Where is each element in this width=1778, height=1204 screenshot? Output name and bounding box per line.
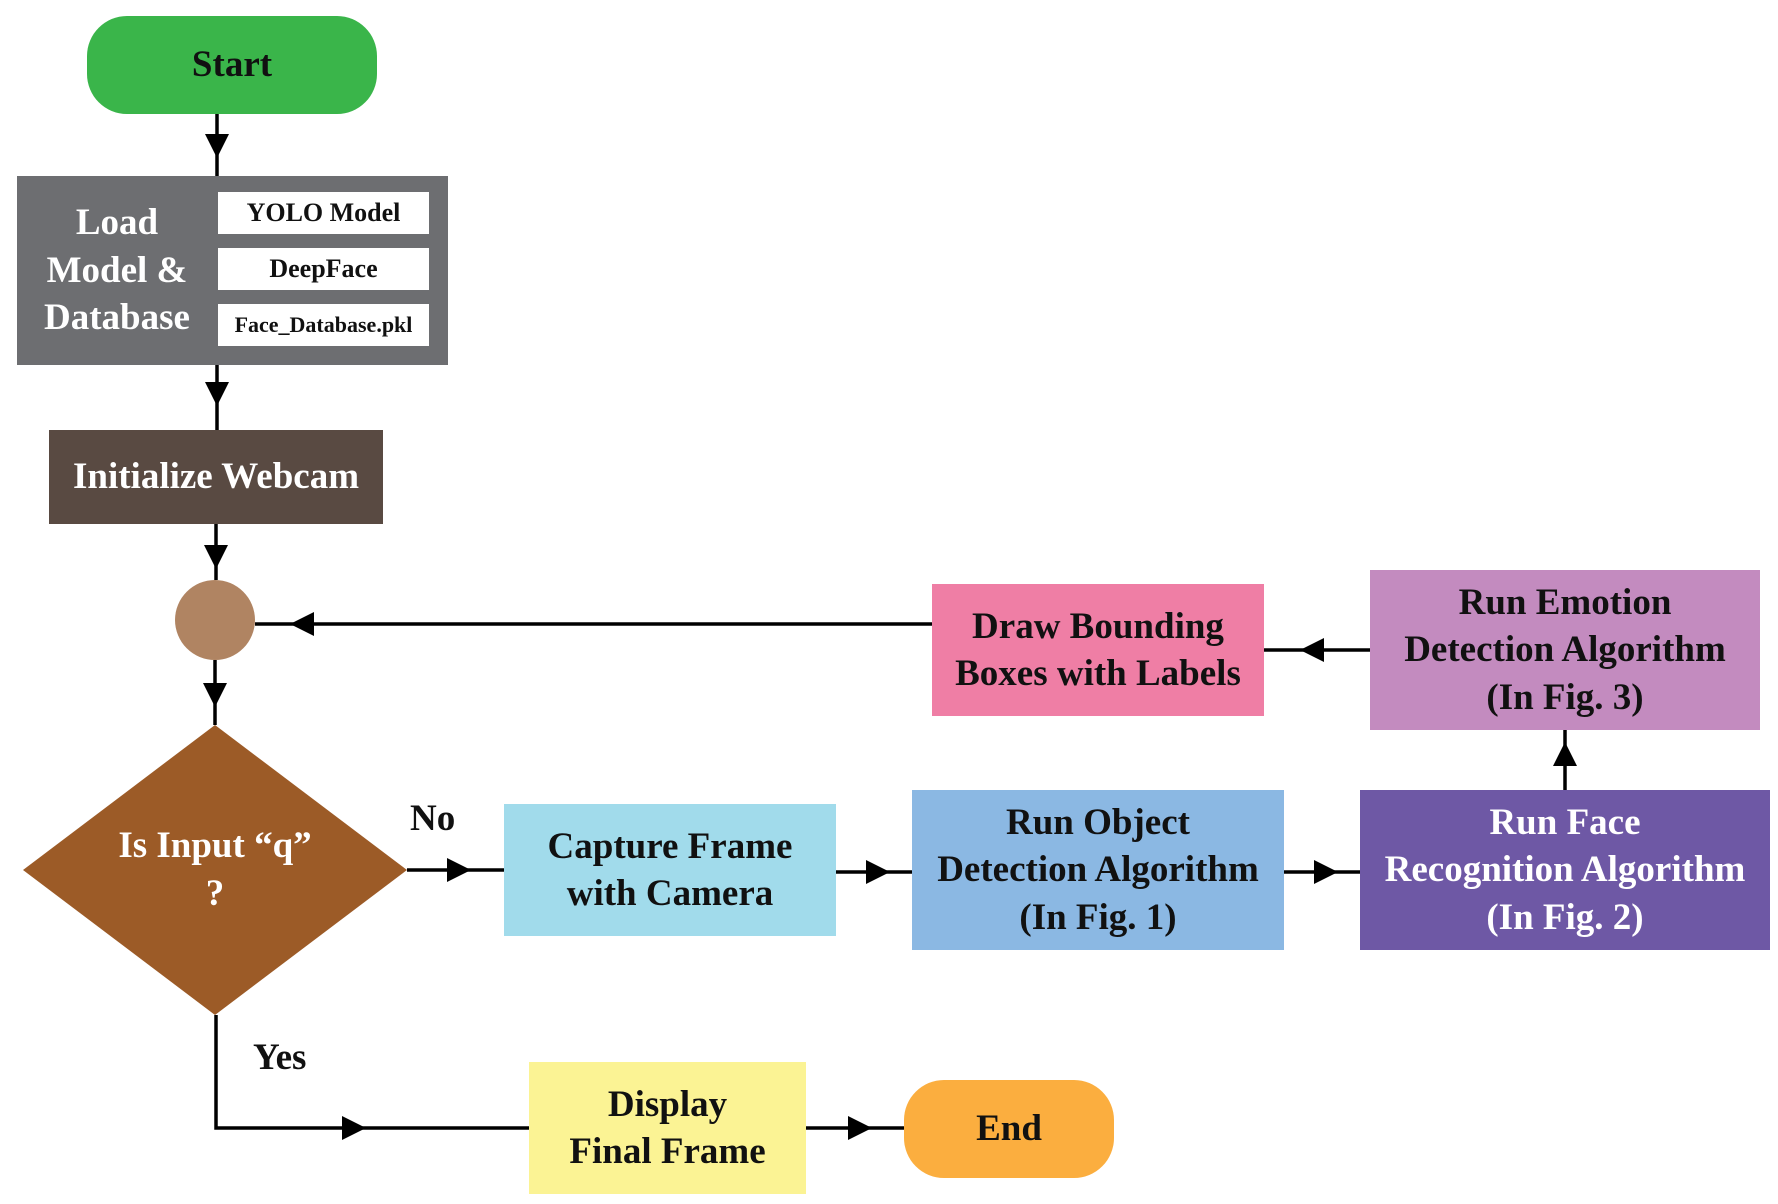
arrowhead <box>848 1116 872 1140</box>
draw-label: Draw Bounding Boxes with Labels <box>955 605 1241 694</box>
arrowhead <box>866 860 890 884</box>
emotion-detection-box: Run Emotion Detection Algorithm (In Fig.… <box>1370 570 1760 730</box>
arrowhead <box>1553 742 1577 766</box>
edge-decision-display <box>214 1015 529 1130</box>
capture-frame-box: Capture Frame with Camera <box>504 804 836 936</box>
arrowhead <box>447 858 471 882</box>
arrowhead <box>205 382 229 406</box>
load-item-face-database: Face_Database.pkl <box>218 304 429 346</box>
arrowhead <box>1314 860 1338 884</box>
emotion-detection-label: Run Emotion Detection Algorithm (In Fig.… <box>1404 581 1726 718</box>
load-item-yolo-model: YOLO Model <box>218 192 429 234</box>
initialize-webcam-box: Initialize Webcam <box>49 430 383 524</box>
load-label: Load Model & Database <box>44 202 190 339</box>
face-recognition-label: Run Face Recognition Algorithm (In Fig. … <box>1384 801 1746 938</box>
edge-label-no: No <box>410 798 456 839</box>
load-item-deepface: DeepFace <box>218 248 429 290</box>
loop-junction <box>175 580 255 660</box>
arrowhead <box>204 545 228 569</box>
start-terminal: Start <box>87 16 377 114</box>
arrowhead <box>290 612 314 636</box>
display-final-frame-box: Display Final Frame <box>529 1062 806 1194</box>
decision-label-box: Is Input “q” ? <box>80 815 350 925</box>
face-recognition-box: Run Face Recognition Algorithm (In Fig. … <box>1360 790 1770 950</box>
arrowhead <box>1300 638 1324 662</box>
decision-label: Is Input “q” ? <box>118 824 312 914</box>
webcam-label: Initialize Webcam <box>72 456 360 498</box>
edge-label-yes: Yes <box>253 1037 307 1078</box>
display-label: Display Final Frame <box>569 1083 766 1172</box>
decision-diamond <box>23 725 407 1015</box>
end-terminal: End <box>904 1080 1114 1178</box>
object-detection-box: Run Object Detection Algorithm (In Fig. … <box>912 790 1284 950</box>
end-label: End <box>976 1108 1042 1150</box>
arrowheads <box>203 134 1577 1140</box>
object-detection-label: Run Object Detection Algorithm (In Fig. … <box>937 801 1259 938</box>
start-label: Start <box>191 44 273 86</box>
capture-label: Capture Frame with Camera <box>547 825 793 914</box>
arrowhead <box>203 683 227 707</box>
draw-bounding-boxes-box: Draw Bounding Boxes with Labels <box>932 584 1264 716</box>
arrowhead <box>342 1116 366 1140</box>
edge-lines <box>213 114 1567 1130</box>
arrowhead <box>205 134 229 158</box>
